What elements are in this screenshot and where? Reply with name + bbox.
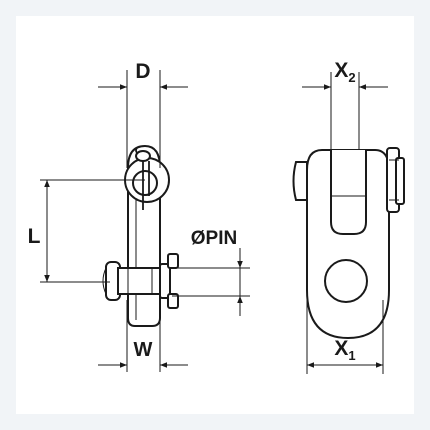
dimension-x2-label: X2: [334, 59, 355, 85]
dimension-pin-label: ØPIN: [191, 228, 237, 249]
front-view-pin-head: [292, 147, 405, 213]
dimension-w-label: W: [134, 339, 153, 361]
dimension-pin: ØPIN: [172, 228, 250, 316]
dimension-l-label: L: [28, 225, 41, 248]
cotter-pin-icon: [135, 146, 151, 210]
pin-hole: [132, 170, 158, 196]
dimension-w: W: [98, 300, 188, 372]
dimension-l: L: [28, 179, 145, 283]
dimension-d: D: [98, 60, 188, 168]
dimension-x1: X1: [306, 300, 384, 374]
side-view: [102, 144, 179, 327]
front-view-pin-hole: [324, 259, 368, 303]
dimension-x2: X2: [302, 59, 388, 150]
dimension-d-label: D: [135, 60, 150, 83]
dimension-x1-label: X1: [334, 337, 355, 363]
lower-pin-assembly: [102, 253, 179, 309]
front-view-slot: [330, 150, 367, 235]
front-view: [292, 147, 405, 340]
